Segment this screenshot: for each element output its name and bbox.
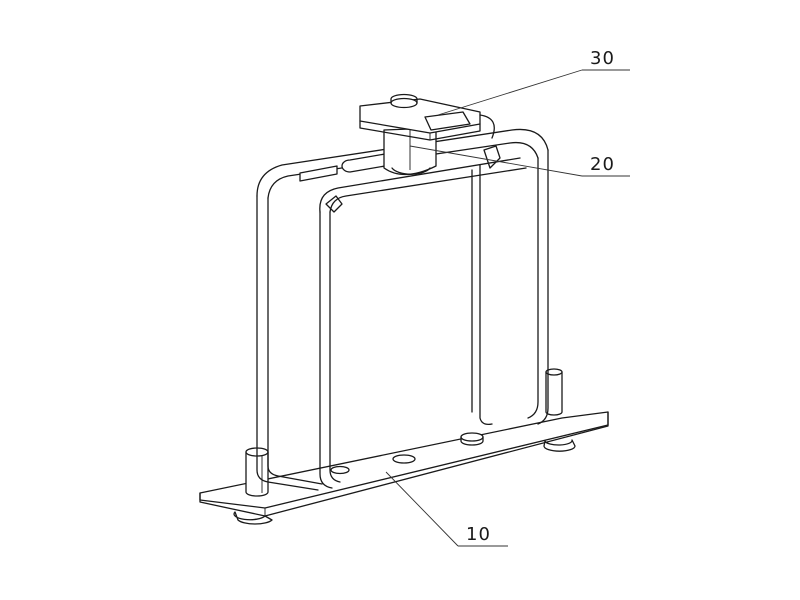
callout-10-label: 10 (466, 524, 491, 545)
top-clip (359, 93, 495, 141)
callout-30: 30 (437, 48, 630, 116)
callout-20: 20 (409, 145, 630, 177)
callout-20-label: 20 (590, 154, 615, 175)
clamp-block (383, 127, 437, 176)
callout-10: 10 (385, 471, 508, 547)
right-post (545, 368, 563, 416)
callout-30-label: 30 (590, 48, 615, 69)
base-plate (199, 411, 609, 525)
